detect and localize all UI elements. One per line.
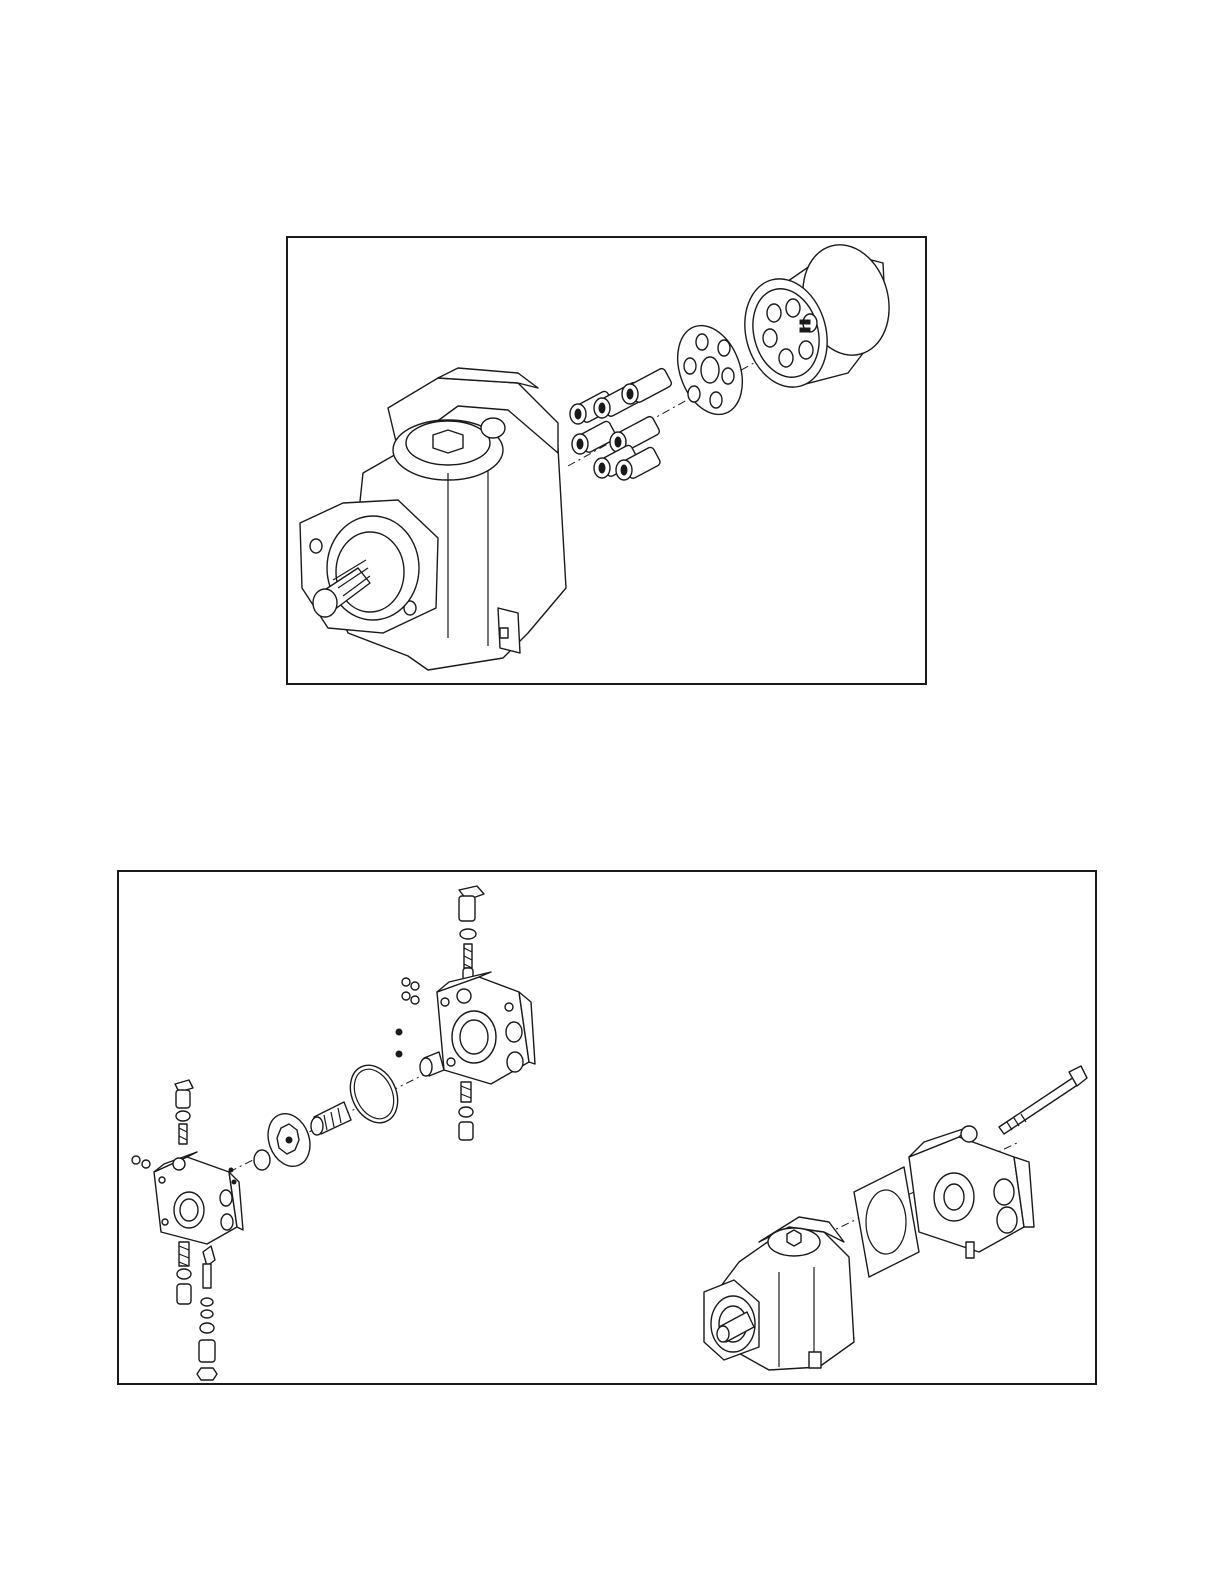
end-cover-assembly	[909, 1126, 1034, 1258]
relief-valve-rear-top	[175, 1080, 193, 1144]
end-covers-illustration	[119, 872, 1095, 1383]
relief-valve-top	[459, 886, 484, 980]
cylinder-barrel	[733, 238, 901, 396]
bushing	[420, 1052, 444, 1076]
pump-housing	[300, 368, 566, 670]
gasket	[854, 1167, 919, 1277]
front-cover	[437, 972, 535, 1084]
relief-valve-rear-lower	[177, 1242, 217, 1380]
figure-rotating-group	[286, 236, 927, 685]
through-bolt	[999, 1066, 1087, 1134]
rear-cover-screw	[132, 1156, 150, 1168]
pistons	[570, 367, 673, 480]
retainer-plate	[666, 317, 754, 424]
small-o-ring	[254, 1150, 270, 1170]
cover-screws	[396, 978, 419, 1057]
rotating-group-illustration	[288, 238, 925, 683]
rear-cover	[154, 1152, 243, 1244]
relief-valve-front-lower	[459, 1082, 473, 1140]
figure-end-covers	[117, 870, 1097, 1385]
pump-housing-assembled	[704, 1217, 854, 1370]
coupler	[311, 1102, 351, 1135]
